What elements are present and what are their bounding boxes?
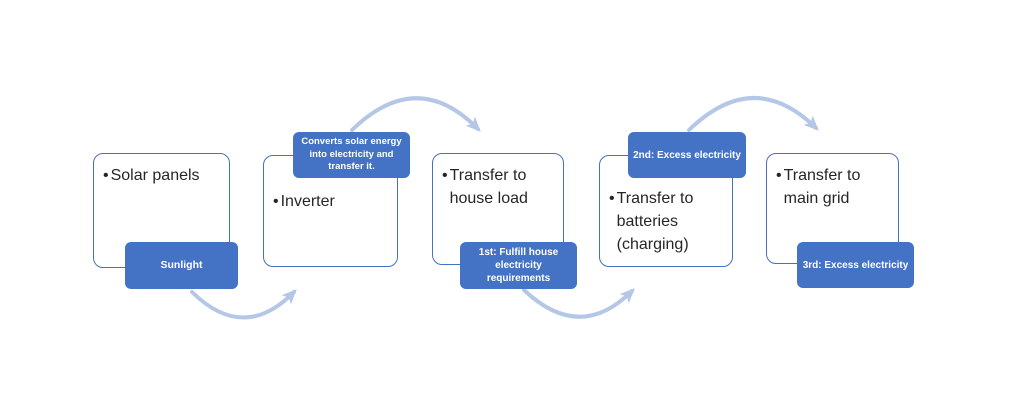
badge-sunlight: Sunlight [125,242,238,289]
bullet-icon: • [442,167,448,184]
bullet-icon: • [103,167,109,184]
step-label-text: Transfer to main grid [783,167,861,207]
step-label-text: Inverter [280,193,335,210]
curved-arrow-2-over [350,96,481,132]
step-label-transfer-house-load: • Transfer to house load [433,154,563,210]
step-label-text: Transfer to batteries (charging) [616,190,694,253]
curved-arrow-4-over [687,96,819,132]
badge-2nd-excess-electricity: 2nd: Excess electricity [628,132,746,178]
step-label-solar-panels: • Solar panels [94,154,229,187]
bullet-icon: • [273,193,279,210]
step-label-transfer-batteries: • Transfer to batteries (charging) [600,156,732,256]
bullet-icon: • [609,190,615,207]
badge-3rd-excess-electricity: 3rd: Excess electricity [797,242,914,288]
step-label-text: Transfer to house load [449,167,528,207]
bullet-icon: • [776,167,782,184]
curved-arrow-3-under [522,288,635,319]
badge-converts-solar-energy: Converts solar energy into electricity a… [293,132,410,178]
step-label-inverter: • Inverter [264,156,397,213]
step-label-text: Solar panels [110,167,200,184]
curved-arrow-1-under [190,289,297,320]
step-label-transfer-main-grid: • Transfer to main grid [767,154,898,210]
badge-1st-fulfill-house: 1st: Fulfill house electricity requireme… [460,242,577,289]
